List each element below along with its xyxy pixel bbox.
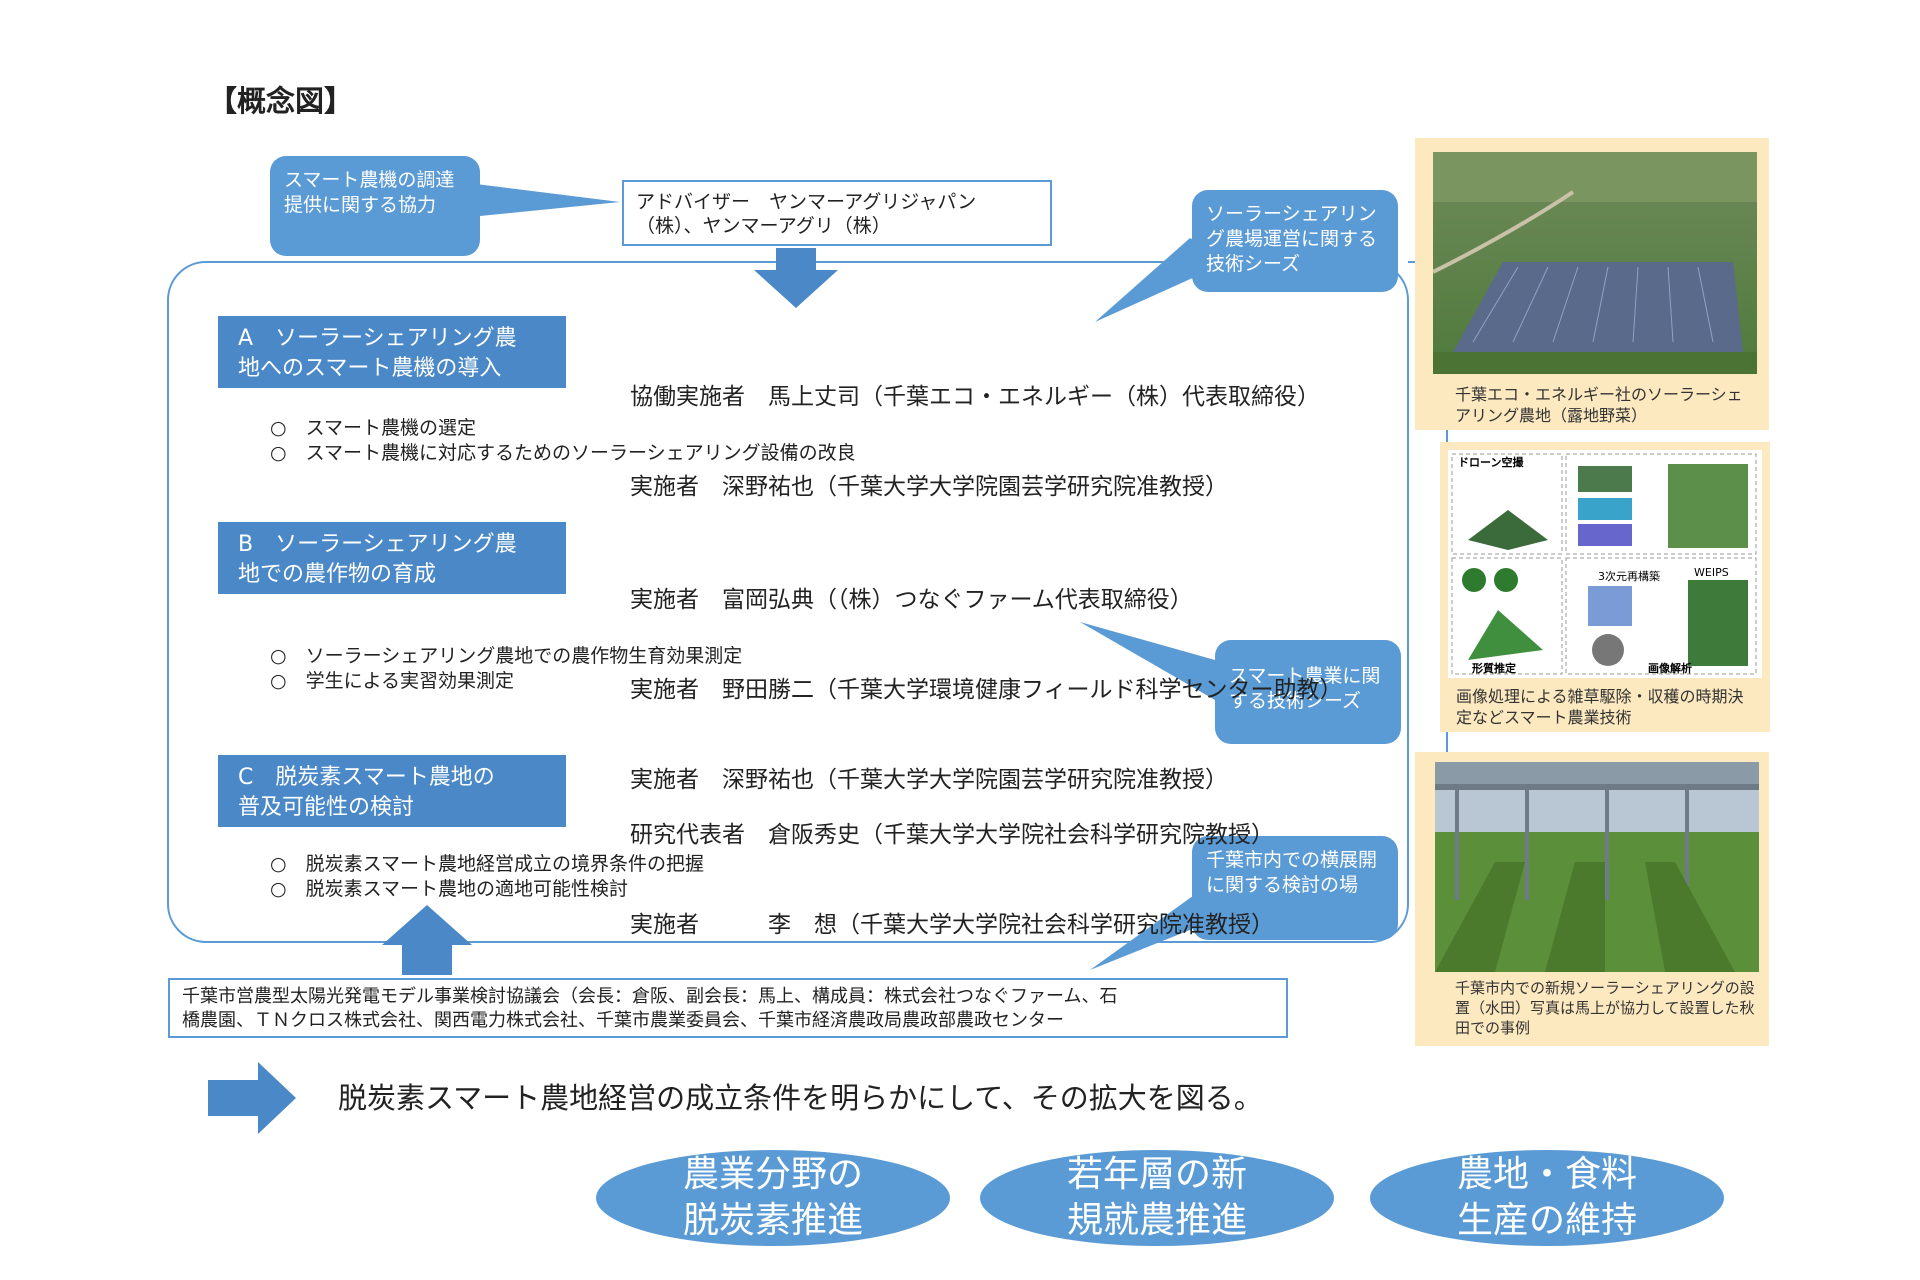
photo-panel-2: ドローン空撮 3次元再構築 WEIPS 形質推定 画像解析 画像処理による雑草駆… [1440,442,1770,732]
goal-oval-farmland-food: 農地・食料 生産の維持 [1370,1150,1724,1246]
solar-farm-aerial-image [1433,152,1757,374]
section-a-person: 実施者 深野祐也（千葉大学大学院園芸学研究院准教授） [630,472,1320,502]
section-c-header: C 脱炭素スマート農地の 普及可能性の検討 [218,755,566,827]
photo-caption-2: 画像処理による雑草駆除・収穫の時期決定などスマート農業技術 [1456,686,1756,728]
council-line-2: 橋農園、ＴＮクロス株式会社、関西電力株式会社、千葉市農業委員会、千葉市経済農政局… [182,1009,1274,1033]
task-item: ○ ソーラーシェアリング農地での農作物生育効果測定 [270,644,742,669]
advisor-line-1: アドバイザー ヤンマーアグリジャパン [636,190,1038,214]
goal-line: 若年層の新 [980,1152,1334,1198]
callout-machinery-support: スマート農機の調達提供に関する協力 [270,156,480,256]
image-analysis-diagram: ドローン空撮 3次元再構築 WEIPS 形質推定 画像解析 [1448,450,1762,678]
section-a-header-line1: A ソーラーシェアリング農 [238,324,552,354]
section-a-header: A ソーラーシェアリング農 地へのスマート農機の導入 [218,316,566,388]
section-c-tasks: ○ 脱炭素スマート農地経営成立の境界条件の把握 ○ 脱炭素スマート農地の適地可能… [270,852,704,902]
goal-line: 脱炭素推進 [596,1198,950,1244]
section-c-person: 研究代表者 倉阪秀史（千葉大学大学院社会科学研究院教授） [630,820,1274,850]
diagram-label-recon: 3次元再構築 [1598,569,1660,583]
section-b-tasks: ○ ソーラーシェアリング農地での農作物生育効果測定 ○ 学生による実習効果測定 [270,644,742,694]
section-c-header-line1: C 脱炭素スマート農地の [238,763,552,793]
section-c-people: 研究代表者 倉阪秀史（千葉大学大学院社会科学研究院教授） 実施者 李 想（千葉大… [630,760,1274,970]
arrow-up-council [382,905,472,975]
solar-paddy-field-image [1435,762,1759,972]
callout-tail-tl [460,182,620,218]
diagram-label-analysis: 画像解析 [1648,661,1692,675]
task-item: ○ 学生による実習効果測定 [270,669,742,694]
goal-oval-new-farmers: 若年層の新 規就農推進 [980,1150,1334,1246]
council-box: 千葉市営農型太陽光発電モデル事業検討協議会（会長：倉阪、副会長：馬上、構成員：株… [168,978,1288,1038]
conclusion-arrow-icon [208,1062,296,1134]
goal-line: 規就農推進 [980,1198,1334,1244]
conclusion-text: 脱炭素スマート農地経営の成立条件を明らかにして、その拡大を図る。 [338,1080,1263,1116]
photo-caption-1: 千葉エコ・エネルギー社のソーラーシェアリング農地（露地野菜） [1455,384,1755,426]
photo-panel-1: 千葉エコ・エネルギー社のソーラーシェアリング農地（露地野菜） [1415,138,1769,430]
section-b-person: 実施者 富岡弘典（（株）つなぐファーム代表取締役） [630,585,1343,615]
callout-operation-seeds: ソーラーシェアリング農場運営に関する技術シーズ [1192,190,1398,292]
task-item: ○ 脱炭素スマート農地経営成立の境界条件の把握 [270,852,704,877]
task-item: ○ スマート農機の選定 [270,416,856,441]
advisor-line-2: （株）、ヤンマーアグリ（株） [636,214,1038,238]
goal-line: 農業分野の [596,1152,950,1198]
section-c-person: 実施者 李 想（千葉大学大学院社会科学研究院准教授） [630,910,1274,940]
arrow-down-advisor [754,248,838,308]
section-b-header-line1: B ソーラーシェアリング農 [238,530,552,560]
section-c-header-line2: 普及可能性の検討 [238,793,552,823]
photo-caption-3: 千葉市内での新規ソーラーシェアリングの設置（水田）写真は馬上が協力して設置した秋… [1455,978,1755,1038]
section-b-header-line2: 地での農作物の育成 [238,560,552,590]
advisor-box: アドバイザー ヤンマーアグリジャパン （株）、ヤンマーアグリ（株） [622,180,1052,246]
section-a-header-line2: 地へのスマート農機の導入 [238,354,552,384]
council-line-1: 千葉市営農型太陽光発電モデル事業検討協議会（会長：倉阪、副会長：馬上、構成員：株… [182,985,1274,1009]
goal-line: 生産の維持 [1370,1198,1724,1244]
task-item: ○ スマート農機に対応するためのソーラーシェアリング設備の改良 [270,441,856,466]
goal-oval-decarbonization: 農業分野の 脱炭素推進 [596,1150,950,1246]
task-item: ○ 脱炭素スマート農地の適地可能性検討 [270,877,704,902]
diagram-label-trait: 形質推定 [1472,661,1516,675]
section-a-tasks: ○ スマート農機の選定 ○ スマート農機に対応するためのソーラーシェアリング設備… [270,416,856,466]
diagram-label-weips: WEIPS [1694,566,1729,579]
section-a-person: 協働実施者 馬上丈司（千葉エコ・エネルギー（株）代表取締役） [630,382,1320,412]
diagram-label-drone: ドローン空撮 [1458,455,1524,469]
section-b-header: B ソーラーシェアリング農 地での農作物の育成 [218,522,566,594]
goal-line: 農地・食料 [1370,1152,1724,1198]
photo-panel-3: 千葉市内での新規ソーラーシェアリングの設置（水田）写真は馬上が協力して設置した秋… [1415,752,1769,1046]
